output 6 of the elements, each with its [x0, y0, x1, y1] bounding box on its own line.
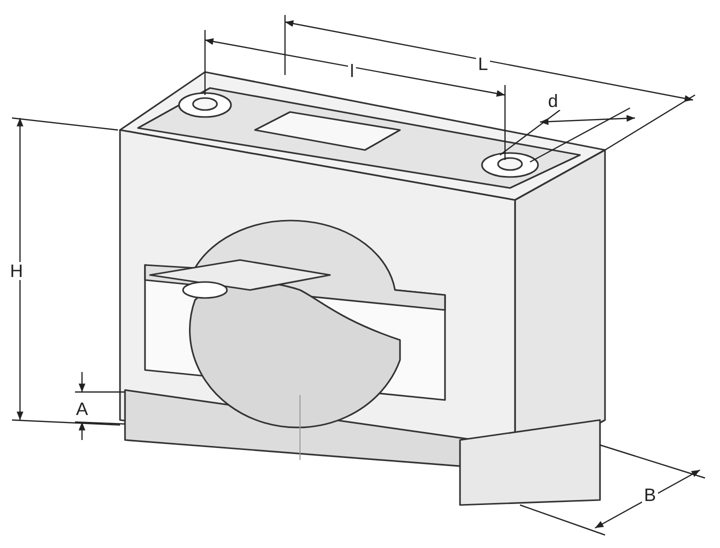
- dimension-label: d: [546, 92, 560, 110]
- dimension-label: l: [348, 62, 356, 80]
- dimension-label: B: [642, 486, 658, 504]
- dimension-label: H: [8, 262, 25, 280]
- dimension-label: L: [476, 55, 490, 73]
- dimension-label: A: [74, 400, 90, 418]
